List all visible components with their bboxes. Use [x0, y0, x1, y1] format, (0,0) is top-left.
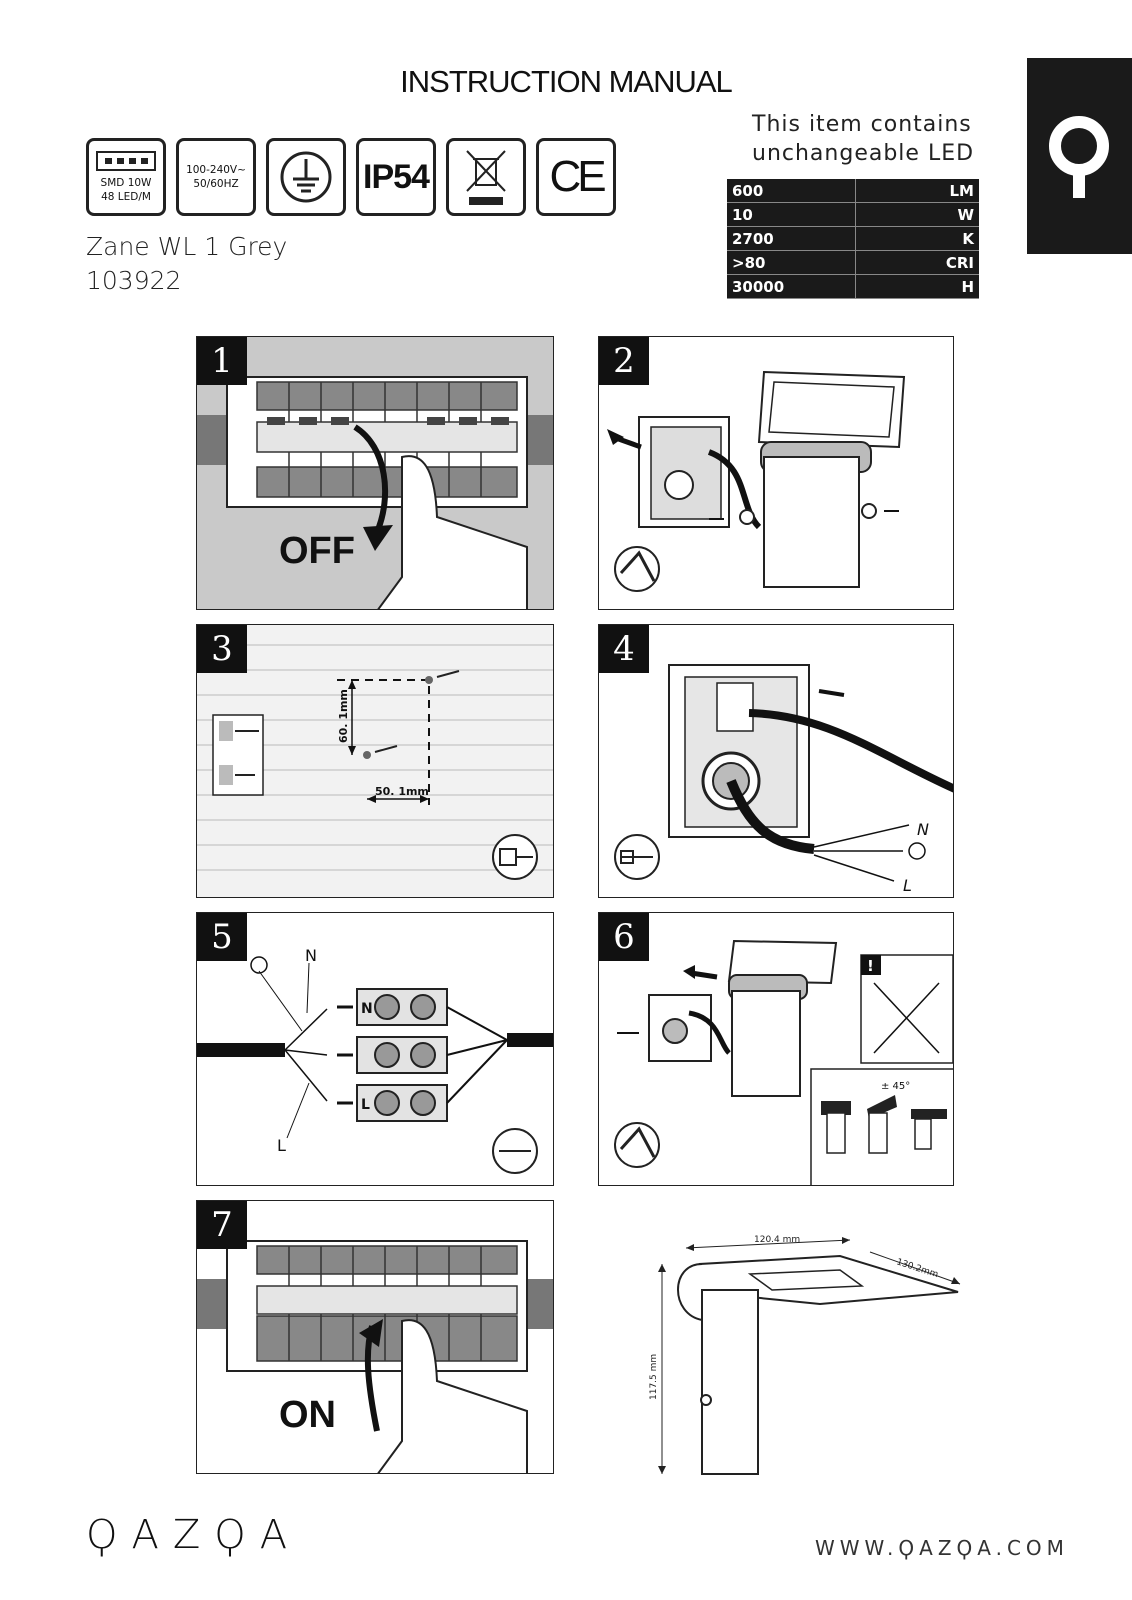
voltage-icon: 100-240V~ 50/60HZ	[176, 138, 256, 216]
terminal-n-label: N	[361, 1001, 373, 1017]
allen-key-icon	[614, 546, 660, 592]
page-title: INSTRUCTION MANUAL	[400, 64, 733, 99]
remove-mounting-plate-illustration	[607, 370, 906, 592]
step-number: 7	[197, 1201, 247, 1249]
step-7-panel: 7 ON	[196, 1200, 554, 1474]
step-6-panel: 6 ! ± 45°	[598, 912, 954, 1186]
height-dimension: 117.5 mm	[649, 1354, 659, 1400]
led-notice: This item contains unchangeable LED	[752, 110, 974, 168]
step-number: 3	[197, 625, 247, 673]
ce-mark-icon: CE	[536, 138, 616, 216]
ce-text: CE	[549, 152, 606, 201]
terminal-block-illustration: N L N L	[197, 946, 553, 1174]
footer-url[interactable]: WWW.ϘAZϘA.COM	[815, 1536, 1069, 1560]
wire-n-label: N	[305, 946, 317, 965]
mount-fixture-illustration: ! ± 45°	[614, 939, 953, 1185]
step-1-panel: 1 OFF	[196, 336, 554, 610]
on-label: ON	[279, 1394, 336, 1436]
wire-n-label: N	[917, 820, 929, 839]
spec-value: >80	[727, 250, 856, 275]
allen-key-icon	[614, 1122, 660, 1168]
footer-logo: ϘAZϘA	[86, 1512, 302, 1558]
step-number: 5	[197, 913, 247, 961]
earth-symbol-icon	[250, 956, 268, 974]
spec-unit: K	[855, 226, 979, 251]
dimension-drawing: 120.4 mm 130.2mm 117.5 mm	[640, 1224, 980, 1484]
voltage-text-1: 100-240V~	[186, 164, 246, 176]
horizontal-dimension: 50. 1mm	[375, 785, 429, 798]
spec-value: 2700	[727, 226, 856, 251]
step-number: 2	[599, 337, 649, 385]
step-5-panel: 5 N L N L	[196, 912, 554, 1186]
wire-connection-illustration: N L	[614, 664, 953, 895]
step-number: 1	[197, 337, 247, 385]
step-2-panel: 2	[598, 336, 954, 610]
ip54-icon: IP54	[356, 138, 436, 216]
wire-l-label: L	[277, 1136, 286, 1155]
spec-unit: W	[855, 202, 979, 227]
smd-text-1: SMD 10W	[100, 177, 152, 189]
spec-value: 10	[727, 202, 856, 227]
spec-unit: CRI	[855, 250, 979, 275]
led-strip-icon	[96, 151, 156, 171]
warning-mark: !	[867, 957, 874, 975]
smd-text-2: 48 LED/M	[101, 191, 151, 203]
brand-tab	[1027, 58, 1132, 254]
terminal-l-label: L	[361, 1097, 370, 1113]
smd-led-icon: SMD 10W 48 LED/M	[86, 138, 166, 216]
breaker-on-illustration: ON	[197, 1240, 553, 1473]
step-4-panel: 4 N L	[598, 624, 954, 898]
qazqa-q-icon	[1049, 116, 1109, 198]
product-code: 103922	[86, 266, 182, 295]
voltage-text-2: 50/60HZ	[193, 178, 239, 190]
spec-value: 30000	[727, 274, 856, 299]
step-number: 6	[599, 913, 649, 961]
spec-value: 600	[727, 179, 856, 203]
led-notice-line1: This item contains	[752, 112, 972, 137]
earth-wire-icon	[908, 842, 926, 860]
angle-label: ± 45°	[881, 1081, 910, 1092]
ip-rating: IP54	[363, 157, 430, 196]
product-name: Zane WL 1 Grey	[86, 232, 288, 261]
wire-l-label: L	[903, 876, 912, 895]
off-label: OFF	[279, 530, 355, 572]
drill-holes-illustration: 60. 1mm 50. 1mm	[197, 625, 553, 897]
earth-symbol-icon	[266, 138, 346, 216]
step-number: 4	[599, 625, 649, 673]
led-notice-line2: unchangeable LED	[752, 141, 975, 166]
step-3-panel: 3 60. 1mm 50. 1mm	[196, 624, 554, 898]
breaker-off-illustration: OFF	[197, 337, 553, 609]
width-dimension: 120.4 mm	[754, 1235, 800, 1245]
spec-unit: H	[855, 274, 979, 299]
crossed-bin-icon	[446, 138, 526, 216]
spec-unit: LM	[855, 179, 979, 203]
vertical-dimension: 60. 1mm	[337, 689, 350, 743]
